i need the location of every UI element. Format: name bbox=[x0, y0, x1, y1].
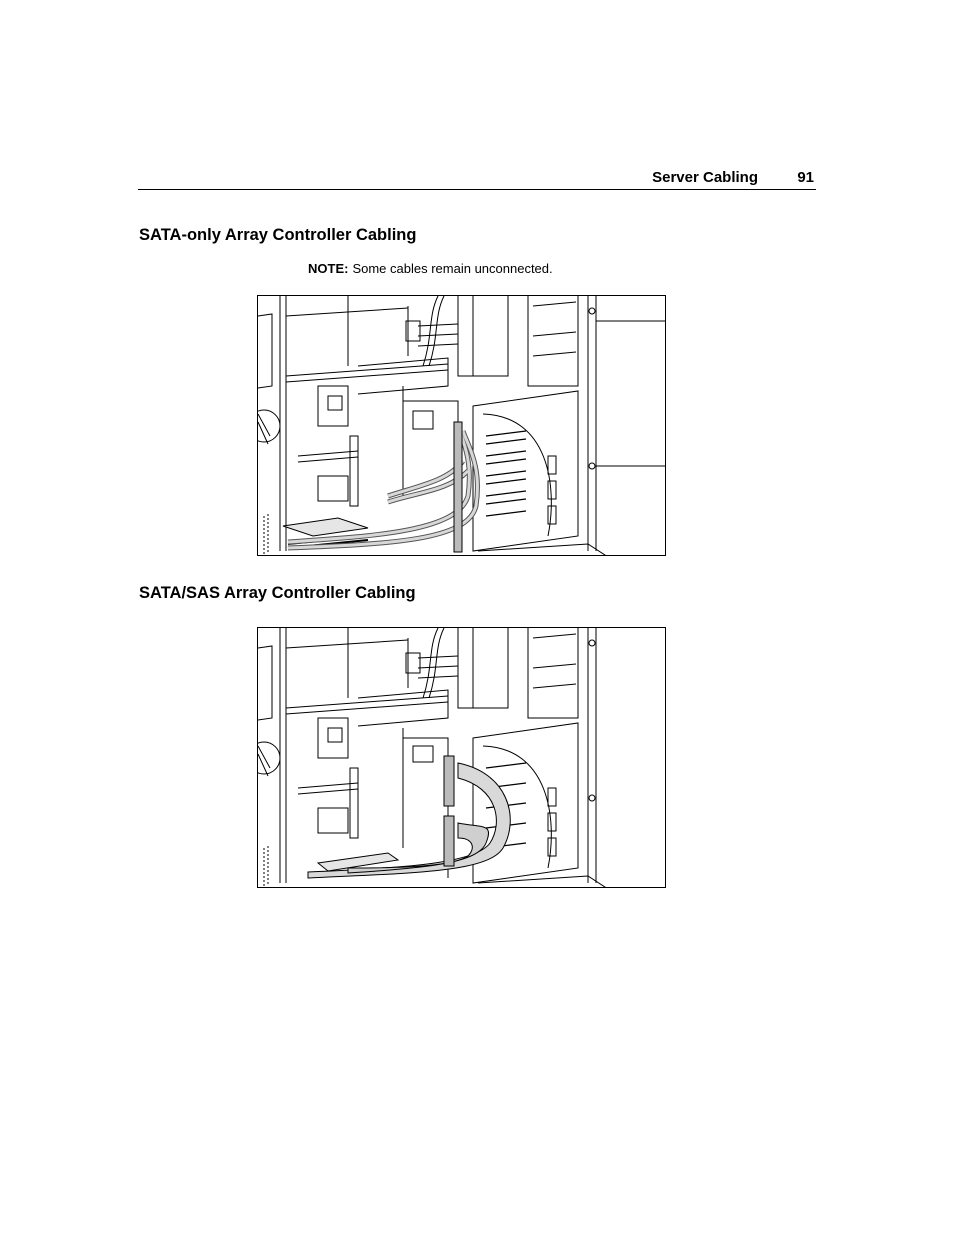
header-section-title: Server Cabling bbox=[652, 169, 758, 186]
note: NOTE:Some cables remain unconnected. bbox=[308, 261, 553, 276]
sata-only-cabling-figure bbox=[257, 295, 666, 556]
page-number: 91 bbox=[797, 169, 814, 186]
section-heading-sata-only: SATA-only Array Controller Cabling bbox=[139, 226, 417, 244]
page-header: Server Cabling 91 bbox=[138, 168, 816, 190]
sata-sas-cabling-figure bbox=[257, 627, 666, 888]
note-text: Some cables remain unconnected. bbox=[352, 261, 553, 276]
section-heading-sata-sas: SATA/SAS Array Controller Cabling bbox=[139, 584, 416, 602]
note-label: NOTE: bbox=[308, 261, 349, 276]
